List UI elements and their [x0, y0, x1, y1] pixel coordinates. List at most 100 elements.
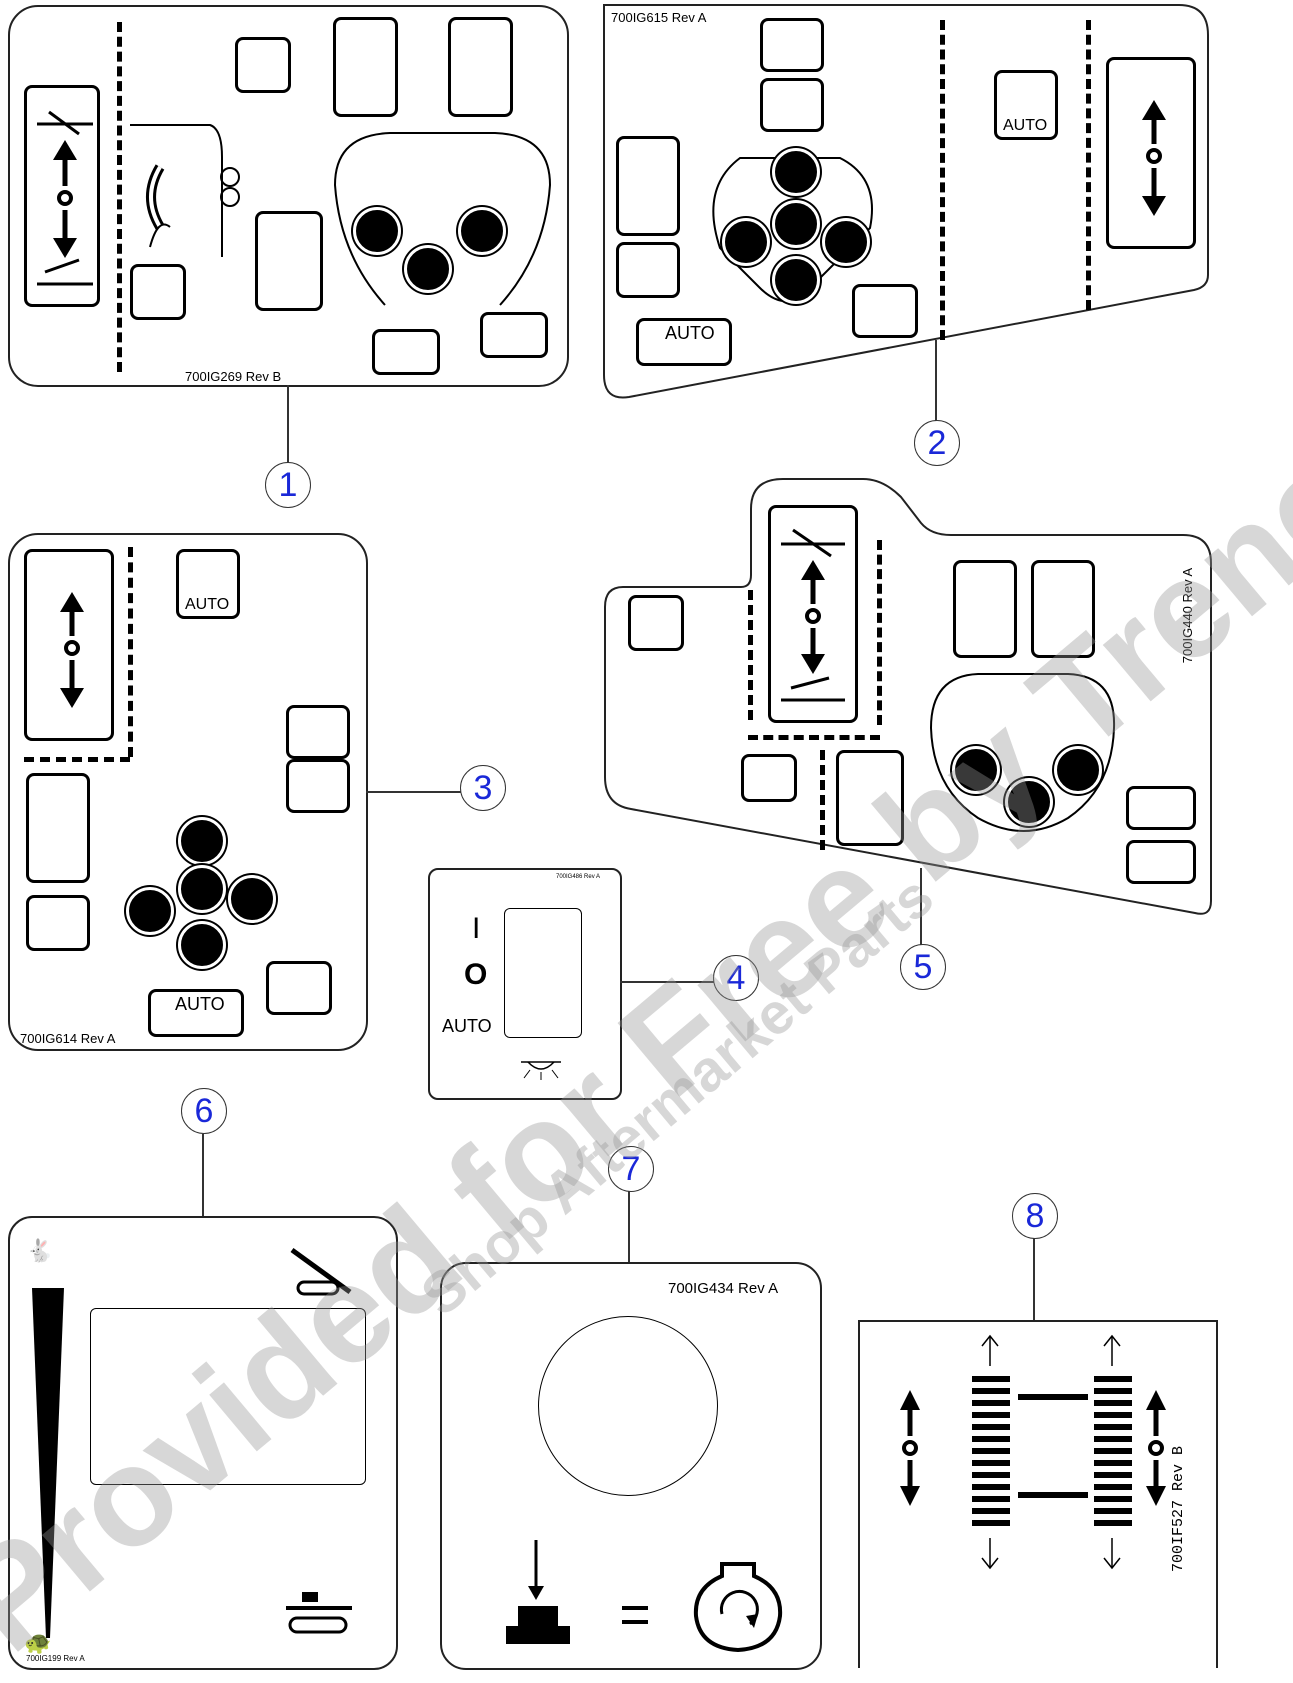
light-icon	[516, 1058, 566, 1082]
turtle-speed-icon	[760, 78, 824, 132]
auto-joystick-icon: AUTO	[994, 70, 1058, 140]
decal-5-code: 700IG440 Rev A	[1180, 568, 1195, 663]
leader-4	[620, 981, 715, 983]
blade-tilt-icon-3	[266, 961, 332, 1015]
water-spray-icon	[616, 242, 680, 298]
d3-knob-right	[228, 875, 276, 923]
push-button-icon	[492, 1534, 588, 1644]
callout-5: 5	[900, 944, 946, 990]
turtle-slow-icon: 🐢	[24, 1630, 51, 1656]
d2-knob-left	[722, 218, 770, 266]
control-knob-center	[404, 245, 452, 293]
engine-rotation-icon	[692, 1554, 784, 1654]
callout-7: 7	[608, 1146, 654, 1192]
track-width-icon-2	[448, 17, 513, 117]
blade-raise-icon-5	[1126, 786, 1196, 830]
d2-knob-bottom	[772, 256, 820, 304]
auto-button-label: AUTO	[665, 323, 715, 344]
blade-tilt-up-icon	[288, 1240, 374, 1300]
speed-wedge	[28, 1248, 68, 1648]
callout-2: 2	[914, 420, 960, 466]
callout-3: 3	[460, 765, 506, 811]
d2-knob-right	[822, 218, 870, 266]
auto-blade-button-3: AUTO	[148, 989, 244, 1037]
leader-6	[202, 1134, 204, 1218]
on-symbol: I	[472, 912, 480, 946]
blade-float-icon	[282, 1588, 368, 1648]
leader-2	[935, 340, 937, 428]
callout-8: 8	[1012, 1193, 1058, 1239]
d2-knob-top	[772, 148, 820, 196]
joystick-handle-icon	[130, 117, 240, 267]
steer-direction-icon	[24, 85, 100, 307]
track-width-icon	[333, 17, 398, 117]
rotation-icon-5	[836, 750, 904, 846]
decal-5-hdivider	[748, 735, 880, 740]
decal-3-code: 700IG614 Rev A	[20, 1031, 115, 1046]
d5-knob-center	[1005, 778, 1053, 826]
rocker-switch-outline	[504, 908, 582, 1038]
display-window	[90, 1308, 366, 1485]
decal-4-panel: 700IG486 Rev A I O AUTO	[428, 868, 622, 1100]
decal-8-code: 700IF527 Rev B	[1170, 1446, 1187, 1572]
off-symbol: O	[464, 958, 487, 992]
track-width-icon-5b	[1031, 560, 1095, 658]
auto-label: AUTO	[442, 1016, 492, 1037]
steer-rotation-icon-3	[24, 549, 114, 741]
d5-knob-right	[1054, 746, 1102, 794]
water-spray-icon-3	[26, 895, 90, 951]
callout-4: 4	[713, 955, 759, 1001]
decal-3-hdivider	[24, 757, 130, 762]
rotation-icon	[255, 211, 323, 311]
blade-shift-icon-5	[628, 595, 684, 651]
decal-6-panel: 🐇 🐢 700IG199 Rev A	[8, 1216, 398, 1670]
decal-1-panel: 700IG269 Rev B	[8, 5, 569, 387]
turtle-speed-icon-3	[286, 759, 350, 813]
leader-1	[287, 385, 289, 465]
leader-5	[920, 868, 922, 948]
leader-7	[628, 1191, 630, 1265]
blade-lower-icon-5	[1126, 840, 1196, 884]
blade-shift-icon-5b	[741, 754, 797, 802]
auto-joystick-label: AUTO	[1003, 117, 1047, 135]
steer-direction-icon-5	[768, 505, 858, 723]
button-circle	[538, 1316, 718, 1496]
auto-joystick-icon-3: AUTO	[176, 549, 240, 619]
decal-3-vdivider	[128, 547, 133, 757]
decal-4-code: 700IG486 Rev A	[556, 874, 600, 880]
auto-joystick-label-3: AUTO	[185, 596, 229, 614]
blade-shift-icon	[235, 37, 291, 93]
water-spray-off-icon-3	[26, 773, 90, 883]
water-spray-off-icon	[616, 136, 680, 236]
decal-5-divider-a	[748, 590, 753, 720]
decal-1-code: 700IG269 Rev B	[185, 369, 281, 384]
d5-knob-left	[952, 746, 1000, 794]
steer-rotation-icon	[1106, 57, 1196, 249]
control-knob-left	[353, 207, 401, 255]
equals-sign	[620, 1602, 650, 1628]
decal-7-code: 700IG434 Rev A	[668, 1280, 778, 1297]
decal-1-divider	[117, 22, 122, 372]
rabbit-speed-icon	[760, 18, 824, 72]
rabbit-fast-icon: 🐇	[26, 1238, 53, 1264]
d3-knob-center	[178, 865, 226, 913]
decal-8-panel: 700IF527 Rev B	[858, 1320, 1218, 1668]
decal-5-divider-c	[820, 750, 825, 850]
leader-8	[1033, 1238, 1035, 1322]
d3-knob-bottom	[178, 921, 226, 969]
callout-6: 6	[181, 1088, 227, 1134]
decal-2-code: 700IG615 Rev A	[611, 10, 706, 25]
track-width-icon-5	[953, 560, 1017, 658]
decal-2-divider-1	[940, 20, 945, 340]
d2-knob-center	[772, 200, 820, 248]
d3-knob-left	[126, 887, 174, 935]
blade-lower-icon	[372, 329, 440, 375]
decal-7-panel: 700IG434 Rev A	[440, 1262, 822, 1670]
decal-5-panel	[601, 477, 1213, 919]
callout-1: 1	[265, 462, 311, 508]
decal-2-divider-2	[1086, 20, 1091, 310]
blade-raise-icon	[480, 312, 548, 358]
control-knob-right	[458, 207, 506, 255]
rabbit-speed-icon-3	[286, 705, 350, 759]
auto-blade-button: AUTO	[636, 318, 732, 366]
